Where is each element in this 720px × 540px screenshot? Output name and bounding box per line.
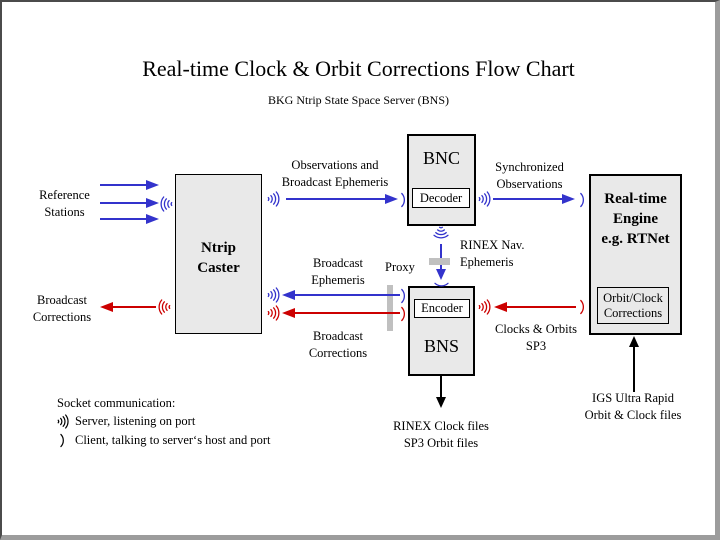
label-observations: Observations and Broadcast Ephemeris (281, 158, 389, 189)
arrow-ref1-head-icon (146, 180, 159, 190)
socket-server-icon (267, 305, 281, 321)
arrow-sync-obs-line (493, 198, 563, 200)
label-rinex-clock-files: RINEX Clock files SP3 Orbit files (393, 419, 489, 450)
socket-client-icon (400, 192, 407, 208)
arrow-clocks-orbits-line (506, 306, 576, 308)
bns-title: BNS (423, 336, 459, 356)
legend-title: Socket communication: (57, 396, 176, 410)
arrow-bc-corrections-head-icon (282, 308, 295, 318)
legend-server-text: Server, listening on port (75, 414, 196, 428)
arrow-ref2-line (100, 202, 147, 204)
socket-client-icon (434, 282, 450, 289)
arrow-corrections-out-head-icon (100, 302, 113, 312)
label-broadcast-corrections-mid: Broadcast Corrections (308, 329, 368, 360)
socket-server-icon (267, 287, 281, 303)
bnc-title: BNC (422, 148, 460, 168)
arrow-sync-obs-head-icon (562, 194, 575, 204)
arrow-observations-line (286, 198, 385, 200)
arrow-corrections-out-line (112, 306, 156, 308)
socket-client-icon (400, 288, 407, 304)
label-rinex-nav-ephemeris: RINEX Nav. Ephemeris (460, 238, 525, 269)
socket-client-icon (579, 299, 586, 315)
ntrip-caster-title: Ntrip Caster (197, 240, 240, 276)
page-subtitle: BKG Ntrip State Space Server (BNS) (268, 93, 449, 107)
socket-client-icon (400, 306, 407, 322)
arrow-clocks-orbits-head-icon (494, 302, 507, 312)
arrow-ref1-line (100, 184, 147, 186)
arrow-ref2-head-icon (146, 198, 159, 208)
label-clocks-orbits-sp3: Clocks & Orbits SP3 (495, 322, 577, 353)
box-ntrip-caster: Ntrip Caster (175, 174, 262, 334)
socket-server-icon (478, 191, 492, 207)
socket-server-icon (157, 299, 171, 315)
label-proxy: Proxy (385, 260, 415, 274)
proxy-bar-horizontal (429, 258, 450, 265)
arrow-bc-ephemeris-head-icon (282, 290, 295, 300)
arrow-igs-line (633, 347, 635, 392)
socket-server-icon (57, 414, 70, 429)
box-bnc: BNC (407, 134, 476, 226)
arrow-rinex-files-line (440, 376, 442, 397)
label-broadcast-ephemeris: Broadcast Ephemeris (311, 256, 365, 287)
arrow-igs-head-icon (629, 336, 639, 347)
box-encoder: Encoder (414, 299, 470, 318)
arrow-rinex-files-head-icon (436, 397, 446, 408)
socket-client-icon (579, 192, 586, 208)
socket-server-icon (267, 191, 281, 207)
label-reference-stations: Reference Stations (39, 188, 90, 219)
arrow-rinex-nav-line (440, 244, 442, 269)
engine-title: Real-time Engine e.g. RTNet (601, 191, 670, 247)
box-decoder: Decoder (412, 188, 470, 208)
page-title: Real-time Clock & Orbit Corrections Flow… (142, 56, 575, 81)
socket-server-icon (159, 196, 173, 212)
socket-server-icon (478, 299, 492, 315)
arrow-ref3-head-icon (146, 214, 159, 224)
socket-server-icon (433, 226, 449, 240)
label-synchronized-observations: Synchronized Observations (495, 160, 564, 191)
arrow-bc-corrections-line (294, 312, 400, 314)
proxy-bar-vertical (387, 285, 393, 331)
arrow-observations-head-icon (385, 194, 398, 204)
socket-client-icon (59, 433, 66, 448)
arrow-ref3-line (100, 218, 147, 220)
label-broadcast-corrections-left: Broadcast Corrections (32, 293, 92, 324)
arrow-bc-ephemeris-line (294, 294, 400, 296)
label-igs-ultra-rapid: IGS Ultra Rapid Orbit & Clock files (584, 391, 682, 422)
arrow-rinex-nav-head-icon (436, 269, 446, 280)
legend-client-text: Client, talking to server‘s host and por… (75, 433, 271, 447)
